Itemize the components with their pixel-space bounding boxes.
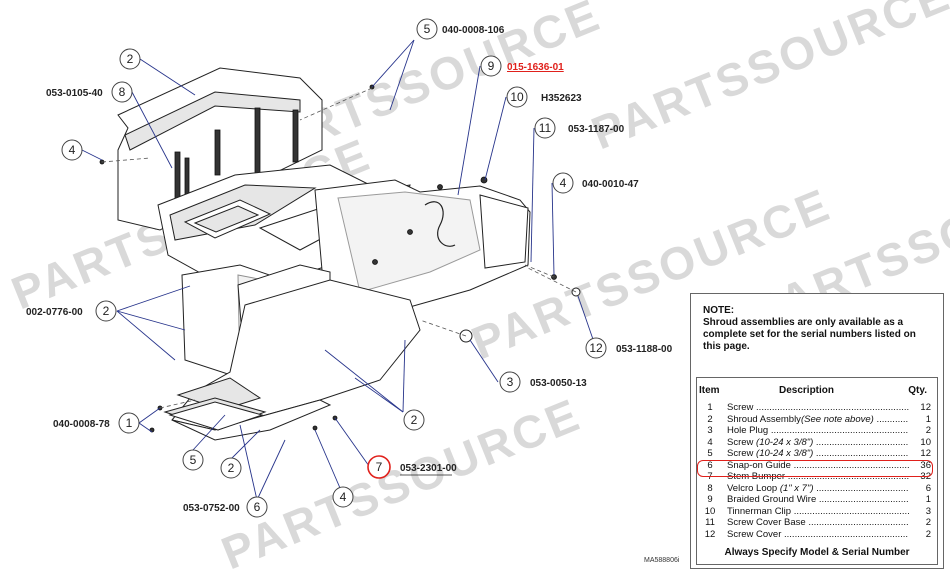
callout-2-left: 2 002-0776-00	[26, 300, 117, 322]
callout-5-top: 5 040-0008-106	[416, 18, 505, 40]
item-number: 4	[560, 176, 567, 190]
part-number: 053-0105-40	[46, 88, 103, 99]
part-number: 040-0008-106	[442, 25, 505, 36]
item-number: 2	[228, 461, 235, 475]
part-number: 053-2301-00	[400, 463, 457, 474]
callout-3: 3 053-0050-13	[499, 371, 587, 393]
item-number: 7	[376, 460, 383, 474]
part-number: 053-0752-00	[183, 503, 240, 514]
callout-11: 11 053-1187-00	[534, 117, 625, 139]
part-number: 053-1188-00	[616, 344, 673, 355]
item-number: 4	[69, 143, 76, 157]
watermark-text: PARTSSOURCE	[584, 0, 950, 159]
callout-6: 6 053-0752-00	[183, 496, 268, 518]
item-number: 12	[589, 341, 603, 355]
callout-2-top: 2	[119, 48, 141, 70]
item-bubble	[416, 18, 438, 40]
item-number: 4	[340, 490, 347, 504]
callout-8: 8 053-0105-40	[46, 81, 133, 103]
item-number: 1	[126, 416, 133, 430]
col-header-item: Item	[699, 385, 720, 396]
assembly-drawing	[99, 67, 581, 441]
part-number: 053-1187-00	[568, 124, 625, 135]
callout-2-mid: 2	[403, 409, 425, 431]
callout-5-bottom: 5	[182, 449, 204, 471]
item-number: 2	[103, 304, 110, 318]
callout-2-bottom: 2	[220, 457, 242, 479]
callout-10: 10 H352623	[506, 86, 582, 108]
item-number: 10	[510, 90, 524, 104]
part-number: 040-0010-47	[582, 179, 639, 190]
col-header-qty: Qty.	[908, 385, 927, 396]
item-number: 9	[488, 59, 495, 73]
callout-7: 7 053-2301-00	[367, 455, 457, 479]
part-number: 040-0008-78	[53, 419, 110, 430]
callout-12: 12 053-1188-00	[585, 337, 673, 359]
callout-4-right: 4 040-0010-47	[552, 172, 639, 194]
table-footer: Always Specify Model & Serial Number	[724, 547, 910, 558]
drawing-id: MA588806i	[644, 557, 680, 564]
notes-panel: NOTE: Shroud assemblies are only availab…	[690, 293, 944, 569]
item-number: 2	[127, 52, 134, 66]
col-header-description: Description	[779, 385, 835, 396]
item-number: 5	[190, 453, 197, 467]
leader-lines	[81, 39, 597, 501]
callout-1: 1 040-0008-78	[53, 412, 140, 434]
callout-4-left: 4	[61, 139, 83, 161]
row-highlight	[697, 460, 933, 477]
part-number: 002-0776-00	[26, 307, 83, 318]
item-number: 8	[119, 85, 126, 99]
item-number: 2	[411, 413, 418, 427]
part-number: 053-0050-13	[530, 378, 587, 389]
part-number-red: 015-1636-01	[507, 62, 564, 73]
item-number: 5	[424, 22, 431, 36]
item-number: 3	[507, 375, 514, 389]
item-number: 11	[539, 121, 552, 135]
item-number: 6	[254, 500, 261, 514]
shroud-note: NOTE: Shroud assemblies are only availab…	[703, 305, 916, 352]
callout-9: 9 015-1636-01	[480, 55, 564, 77]
part-number: H352623	[541, 93, 582, 104]
callout-4-bottom: 4	[332, 486, 354, 508]
